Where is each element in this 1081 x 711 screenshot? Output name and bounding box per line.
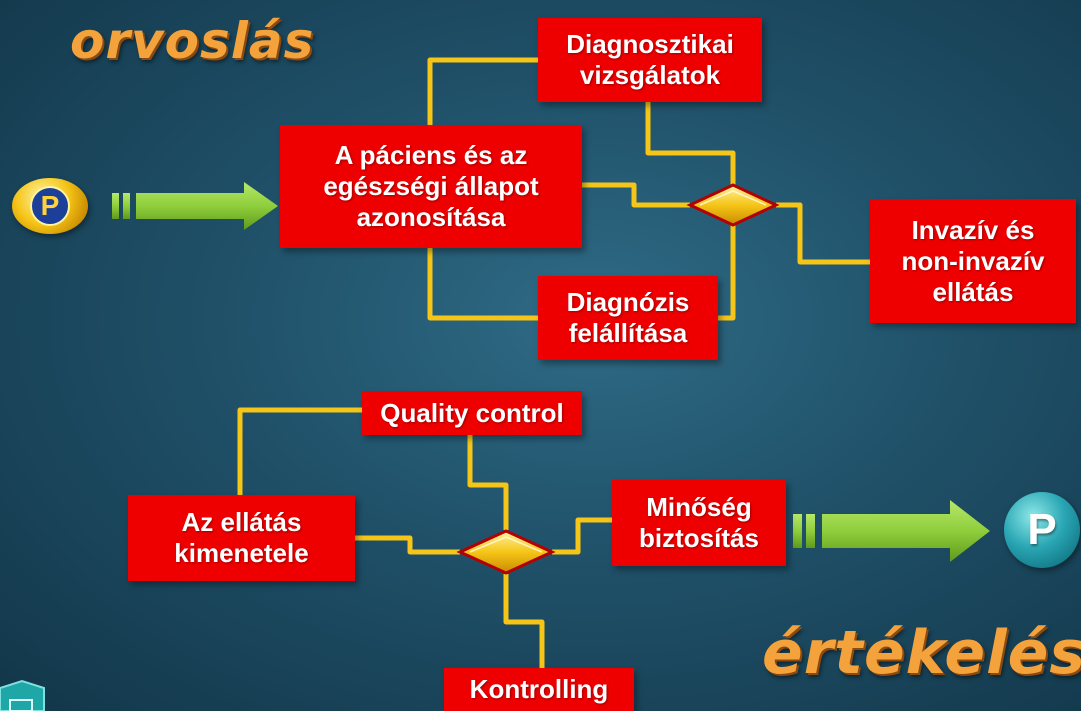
connector-outcome-to-quality-control (237, 407, 362, 495)
decision-diamond-bottom (456, 529, 556, 575)
decision-diamond-top (686, 183, 780, 227)
connector-quality-control-to-hub (467, 432, 509, 530)
node-care-outcome: Az ellátás kimenetele (128, 495, 355, 581)
connector-identification-to-diagnosis (427, 248, 538, 321)
input-arrow (112, 182, 278, 230)
connector-hub-to-quality-assurance (552, 517, 612, 555)
connector-outcome-to-hub (355, 535, 460, 555)
node-diagnostic-tests: Diagnosztikai vizsgálatok (538, 18, 762, 102)
connector-identification-to-tests (427, 57, 538, 130)
title-treatment: orvoslás (70, 12, 315, 70)
node-quality-assurance: Minőség biztosítás (612, 480, 786, 566)
corner-icon (0, 679, 45, 711)
connector-diagnosis-to-hub (718, 225, 736, 321)
node-patient-identification: A páciens és az egészségi állapot azonos… (280, 125, 582, 248)
connector-identification-to-hub (582, 182, 690, 208)
end-badge: P (1004, 492, 1080, 568)
start-badge-label: P (30, 186, 70, 226)
title-evaluation: értékelés (762, 618, 1081, 688)
node-diagnosis: Diagnózis felállítása (538, 276, 718, 360)
connector-hub-to-care (776, 202, 870, 265)
node-quality-control: Quality control (362, 391, 582, 435)
node-care: Invazív és non-invazív ellátás (870, 199, 1076, 323)
connector-tests-to-hub (645, 102, 736, 185)
start-badge: P (12, 178, 88, 234)
node-controlling: Kontrolling (444, 668, 634, 711)
connector-hub-to-controlling (503, 574, 545, 670)
output-arrow (793, 500, 990, 562)
